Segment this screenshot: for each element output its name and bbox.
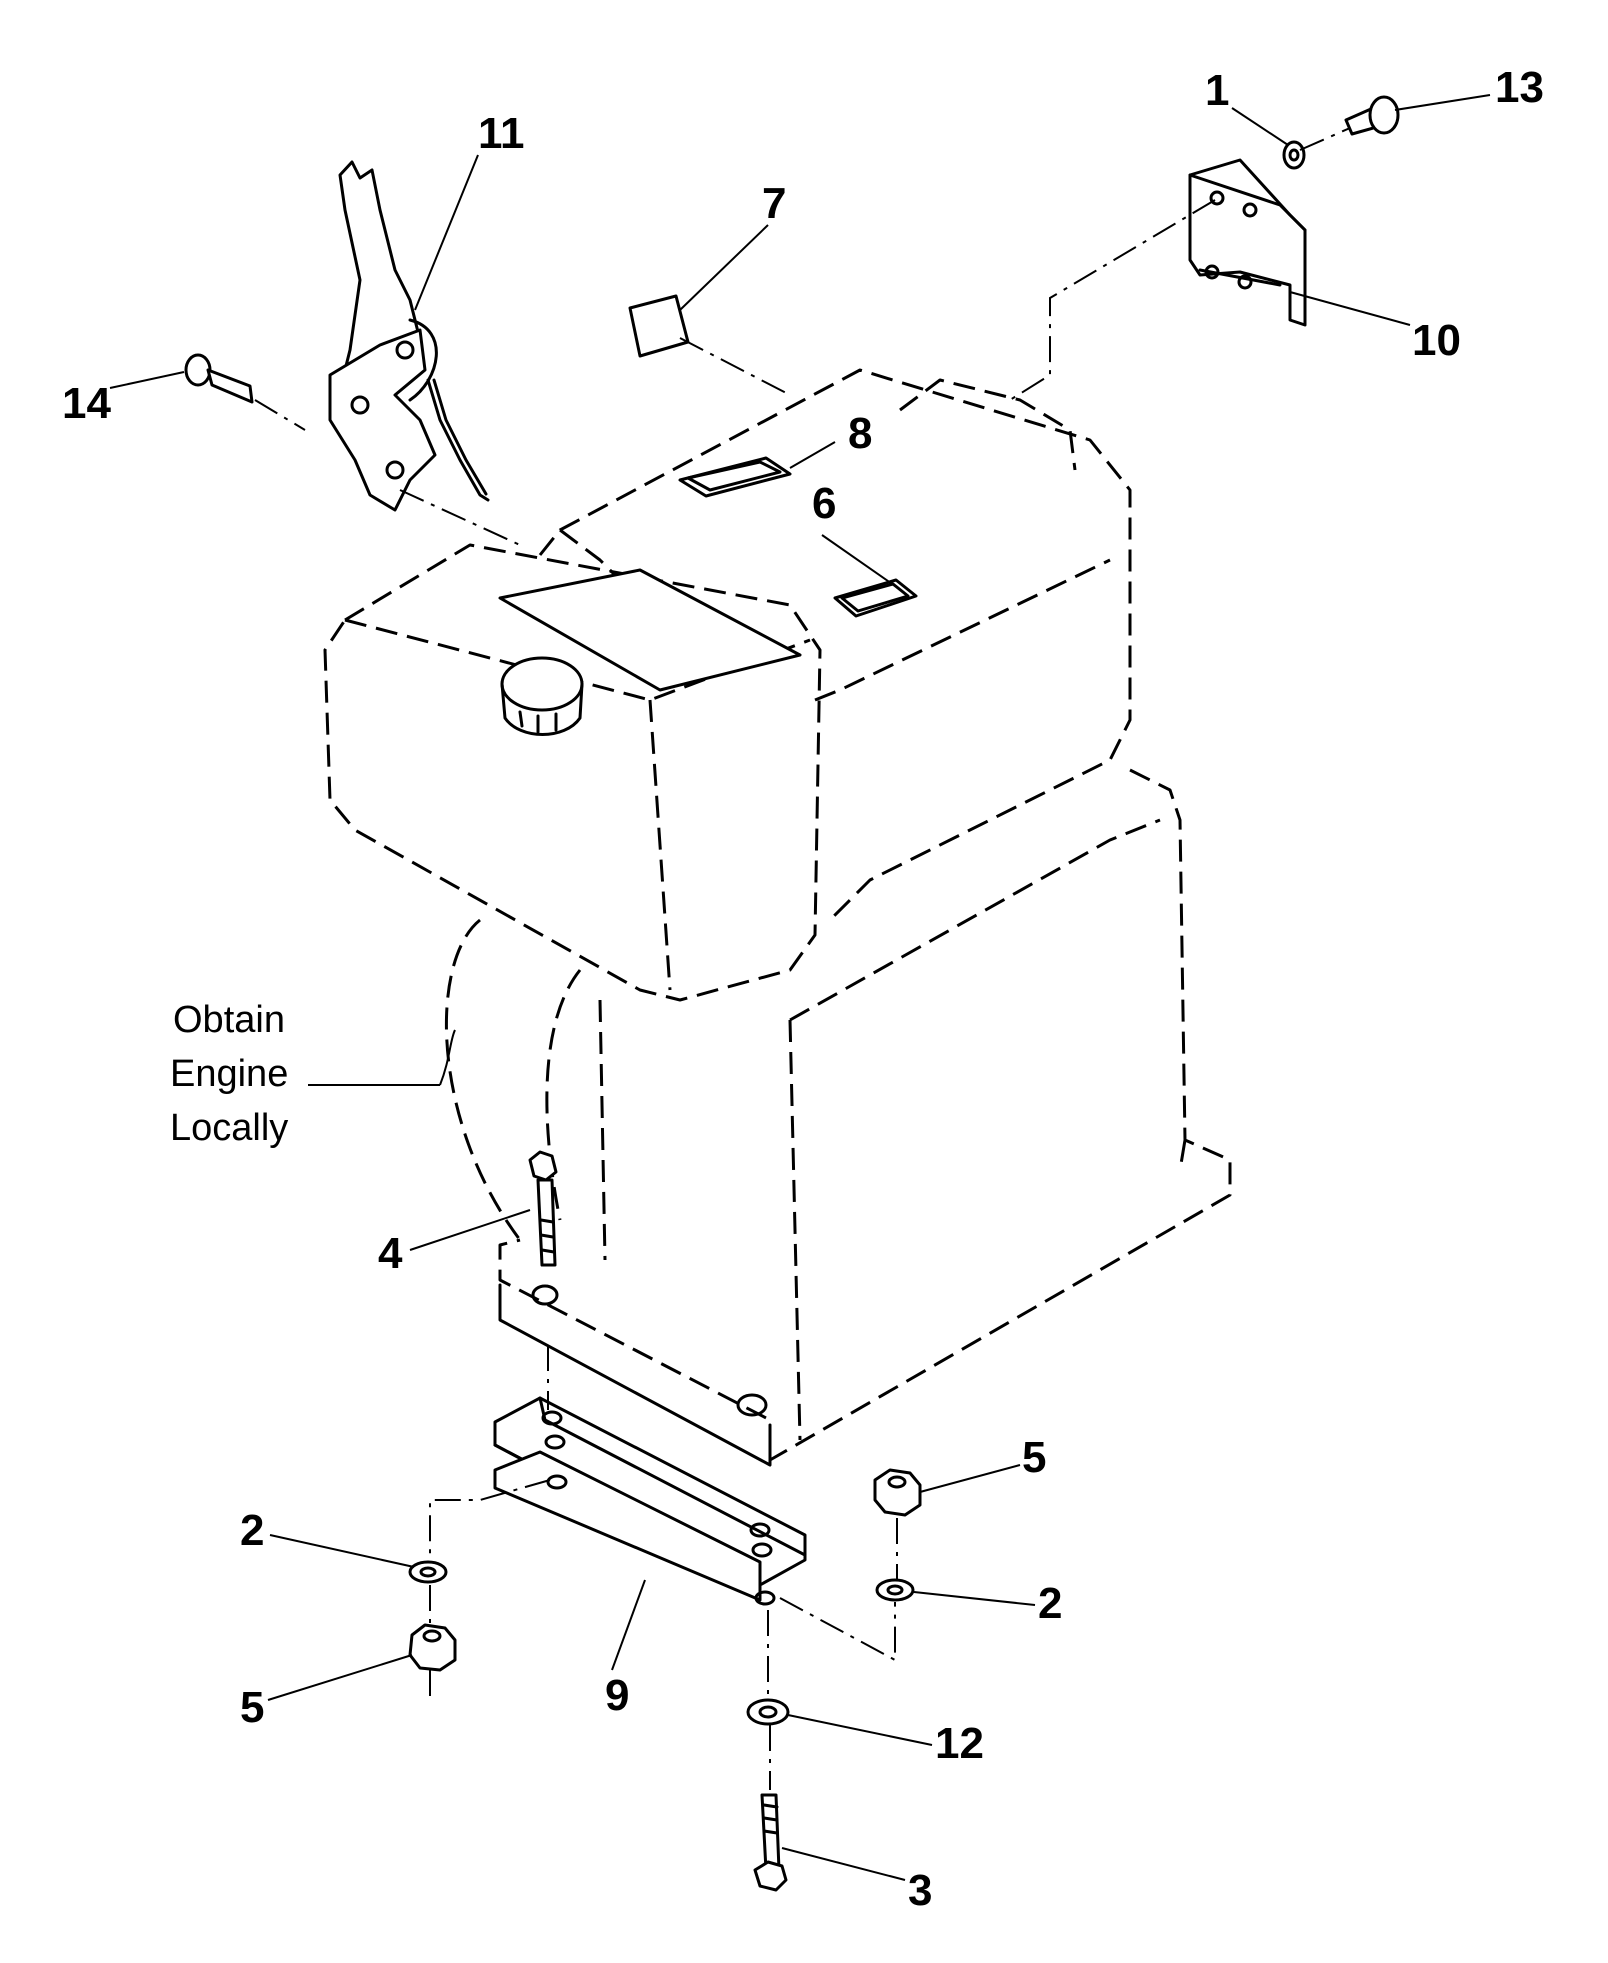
mounting-bracket-9 <box>493 1396 807 1606</box>
lockwasher-2-right <box>875 1578 915 1602</box>
leader-lines <box>109 94 1491 1881</box>
callout-4: 4 <box>378 1229 403 1278</box>
assembly-centerlines <box>254 127 1351 1790</box>
flatwasher-12 <box>746 1698 790 1726</box>
engine-base-plate <box>498 1283 772 1467</box>
nut-5-right <box>873 1468 922 1517</box>
bracket-10 <box>1188 158 1307 327</box>
callout-8: 8 <box>848 409 872 458</box>
washer-1 <box>1282 140 1306 170</box>
callout-7: 7 <box>762 179 786 228</box>
engine-outline <box>323 368 1232 1462</box>
throttle-control <box>328 160 490 512</box>
fuel-cap <box>500 656 584 736</box>
decal-8 <box>678 456 792 498</box>
callout-12: 12 <box>935 1719 984 1768</box>
screw-13 <box>1344 95 1400 136</box>
callout-9: 9 <box>605 1671 629 1720</box>
note-line-3: Locally <box>170 1107 288 1149</box>
decal-6 <box>833 578 918 618</box>
callout-14: 14 <box>62 379 111 428</box>
obtain-engine-note: Obtain Engine Locally <box>170 999 288 1149</box>
note-line-1: Obtain <box>173 999 285 1041</box>
callout-1: 1 <box>1205 66 1229 115</box>
callout-3: 3 <box>908 1866 932 1915</box>
heat-shield-plate <box>498 568 802 692</box>
nut-5-left <box>408 1623 457 1672</box>
decal-7 <box>628 294 690 358</box>
callout-5-right: 5 <box>1022 1433 1046 1482</box>
bolt-3 <box>753 1793 788 1892</box>
lockwasher-2-left <box>408 1560 448 1584</box>
screw-14 <box>184 353 254 404</box>
callout-labels: 1 13 11 7 10 14 8 6 4 5 2 2 5 9 12 3 <box>62 63 1544 1915</box>
callout-6: 6 <box>812 479 836 528</box>
callout-2-left: 2 <box>240 1506 264 1555</box>
callout-2-right: 2 <box>1038 1579 1062 1628</box>
callout-11: 11 <box>478 109 525 158</box>
bolt-4 <box>528 1150 558 1267</box>
callout-5-left: 5 <box>240 1683 264 1732</box>
callout-13: 13 <box>1495 63 1544 112</box>
callout-10: 10 <box>1412 316 1461 365</box>
note-line-2: Engine <box>170 1053 288 1095</box>
